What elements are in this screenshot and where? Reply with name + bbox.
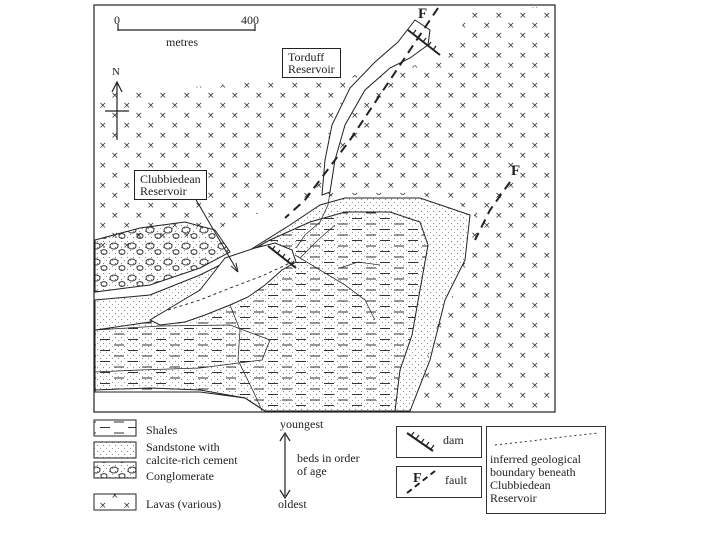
conglomerate-swatch [93, 461, 137, 479]
legend-boundary-line-4: Reservoir [490, 491, 537, 505]
boundary-symbol [494, 432, 600, 446]
legend-dam-box: dam [396, 426, 482, 458]
legend-fault-box: F fault [396, 466, 482, 498]
legend-lavas-label: Lavas (various) [146, 497, 221, 511]
dam-symbol [406, 431, 435, 452]
age-oldest-label: oldest [278, 497, 307, 511]
scale-unit-label: metres [166, 35, 198, 49]
age-youngest-label: youngest [280, 417, 324, 431]
legend-boundary-line-1: inferred geological [490, 452, 581, 466]
legend-shales-label: Shales [146, 423, 178, 437]
legend-fault-label: fault [445, 473, 467, 487]
fault-marker-east: F [511, 163, 521, 179]
clubbiedean-label-line-2: Reservoir [140, 184, 187, 198]
legend-sandstone-label-1: Sandstone with [146, 440, 220, 454]
torduff-label-line-2: Reservoir [288, 62, 335, 76]
lavas-swatch [93, 493, 137, 511]
legend-conglomerate-label: Conglomerate [146, 469, 214, 483]
torduff-reservoir-label: Torduff Reservoir [282, 48, 341, 78]
legend-fault-marker: F [413, 471, 422, 486]
fault-symbol [406, 470, 436, 494]
legend-dam-label: dam [443, 433, 464, 447]
legend-boundary-line-3: Clubbiedean [490, 478, 551, 492]
legend-boundary-box: inferred geological boundary beneath Clu… [486, 426, 606, 514]
shales-swatch [93, 419, 137, 437]
scale-max-label: 400 [241, 13, 259, 27]
fault-marker-north: F [418, 6, 428, 22]
age-middle-label-2: of age [297, 464, 327, 478]
north-label: N [112, 66, 120, 78]
legend-boundary-line-2: boundary beneath [490, 465, 576, 479]
sandstone-swatch [93, 441, 137, 459]
scale-zero-label: 0 [114, 13, 120, 27]
age-arrow [279, 431, 291, 500]
age-middle-label-1: beds in order [297, 451, 360, 465]
clubbiedean-reservoir-label: Clubbiedean Reservoir [134, 170, 207, 200]
torduff-label-line-1: Torduff [288, 50, 325, 64]
legend-sandstone-label-2: calcite-rich cement [146, 453, 238, 467]
clubbiedean-label-line-1: Clubbiedean [140, 172, 201, 186]
